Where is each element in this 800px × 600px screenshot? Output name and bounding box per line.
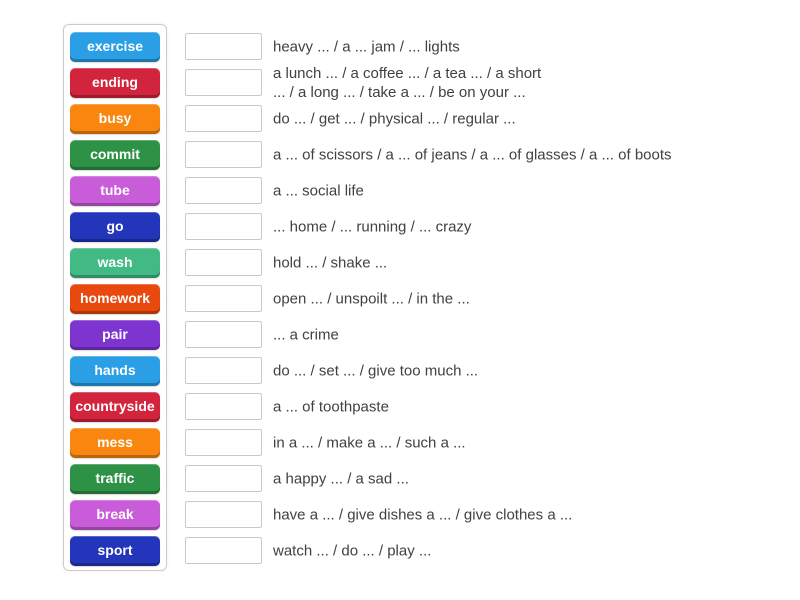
answer-slot[interactable] [185,285,262,312]
keyword-tile[interactable]: mess [70,428,160,458]
answer-slot[interactable] [185,429,262,456]
keyword-tile[interactable]: pair [70,320,160,350]
clue-text: a ... of scissors / a ... of jeans / a .… [273,146,672,164]
keyword-tile[interactable]: commit [70,140,160,170]
keyword-tile[interactable]: wash [70,248,160,278]
clue-text: heavy ... / a ... jam / ... lights [273,38,460,56]
match-row: countryside a ... of toothpaste [0,389,800,425]
match-row: traffic a happy ... / a sad ... [0,461,800,497]
clue-text: have a ... / give dishes a ... / give cl… [273,506,573,524]
keyword-tile[interactable]: sport [70,536,160,566]
answer-slot[interactable] [185,69,262,96]
clue-text: ... a crime [273,326,339,344]
clue-text: hold ... / shake ... [273,254,388,272]
answer-slot[interactable] [185,321,262,348]
match-row: pair ... a crime [0,317,800,353]
match-row: homework open ... / unspoilt ... / in the… [0,281,800,317]
clue-text: in a ... / make a ... / such a ... [273,434,466,452]
clue-text: a ... social life [273,182,364,200]
clue-text: a lunch ... / a coffee ... / a tea ... /… [273,65,542,101]
clue-text: ... home / ... running / ... crazy [273,218,472,236]
clue-text: a ... of toothpaste [273,398,389,416]
answer-slot[interactable] [185,105,262,132]
keyword-tile[interactable]: ending [70,68,160,98]
match-row: commit a ... of scissors / a ... of jeans… [0,137,800,173]
answer-slot[interactable] [185,537,262,564]
answer-slot[interactable] [185,33,262,60]
keyword-tile[interactable]: break [70,500,160,530]
answer-slot[interactable] [185,393,262,420]
keyword-tile[interactable]: exercise [70,32,160,62]
clue-text: watch ... / do ... / play ... [273,542,432,560]
answer-slot[interactable] [185,141,262,168]
match-row: ending a lunch ... / a coffee ... / a tea… [0,65,800,101]
answer-slot[interactable] [185,465,262,492]
keyword-tile[interactable]: traffic [70,464,160,494]
match-row: go ... home / ... running / ... crazy [0,209,800,245]
clue-text: a happy ... / a sad ... [273,470,409,488]
keyword-tile[interactable]: tube [70,176,160,206]
match-row: mess in a ... / make a ... / such a ... [0,425,800,461]
answer-slot[interactable] [185,177,262,204]
keyword-tile[interactable]: busy [70,104,160,134]
match-row: sport watch ... / do ... / play ... [0,533,800,569]
clue-text: do ... / get ... / physical ... / regula… [273,110,516,128]
match-row: tube a ... social life [0,173,800,209]
match-row: break have a ... / give dishes a ... / gi… [0,497,800,533]
match-row: hands do ... / set ... / give too much ..… [0,353,800,389]
keyword-tile[interactable]: hands [70,356,160,386]
match-rows: exercise heavy ... / a ... jam / ... ligh… [0,29,800,569]
clue-text: open ... / unspoilt ... / in the ... [273,290,470,308]
answer-slot[interactable] [185,249,262,276]
answer-slot[interactable] [185,213,262,240]
answer-slot[interactable] [185,501,262,528]
clue-text: do ... / set ... / give too much ... [273,362,479,380]
match-row: wash hold ... / shake ... [0,245,800,281]
match-row: exercise heavy ... / a ... jam / ... ligh… [0,29,800,65]
keyword-tile[interactable]: go [70,212,160,242]
answer-slot[interactable] [185,357,262,384]
match-row: busy do ... / get ... / physical ... / re… [0,101,800,137]
keyword-tile[interactable]: countryside [70,392,160,422]
keyword-tile[interactable]: homework [70,284,160,314]
